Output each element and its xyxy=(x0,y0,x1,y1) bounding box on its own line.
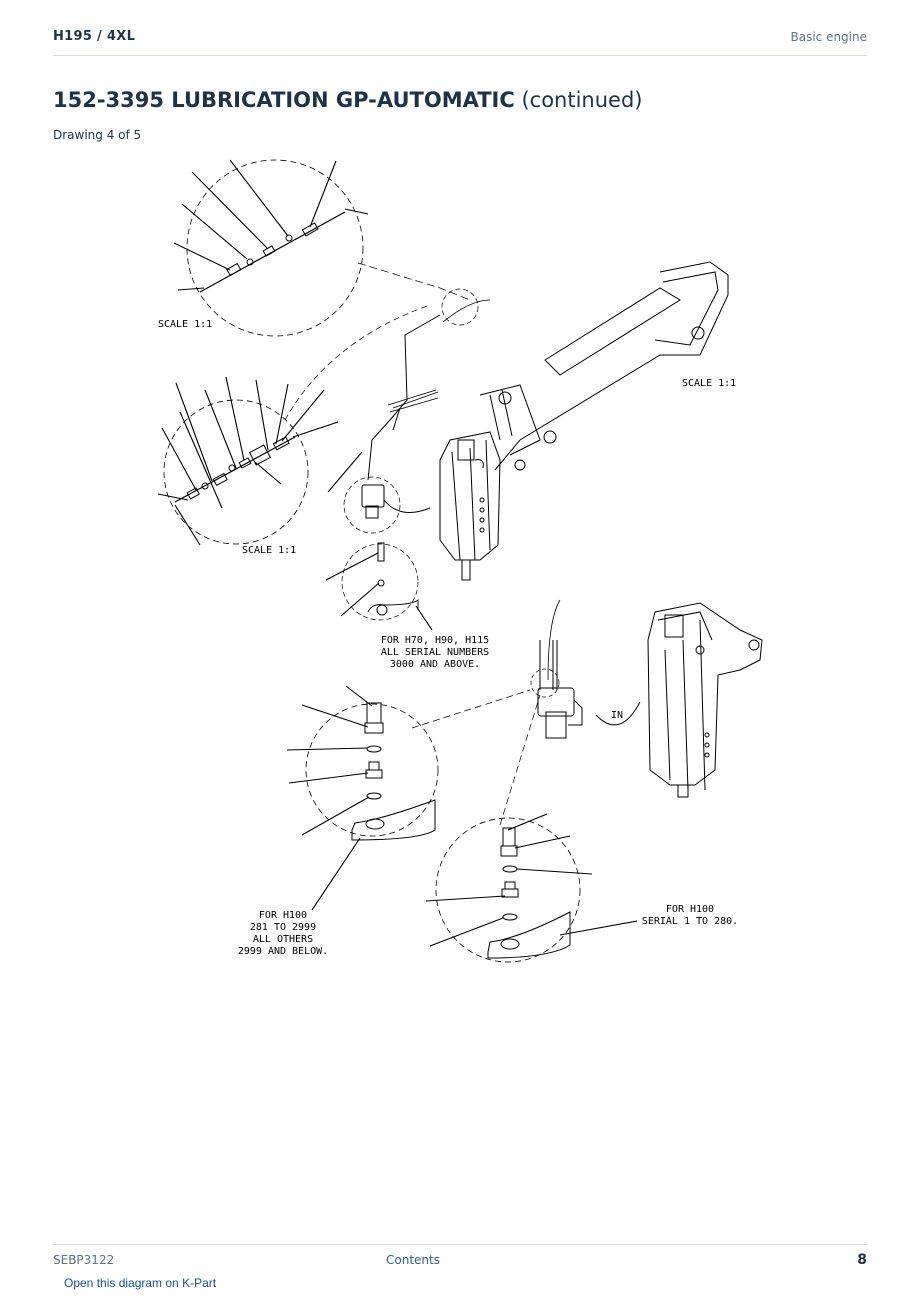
note-h100a-line4: 2999 AND BELOW. xyxy=(238,946,328,957)
scale-label-right: SCALE 1:1 xyxy=(682,378,736,389)
note-h100a-line1: FOR H100 xyxy=(259,910,307,921)
fitting-assembly-middle xyxy=(174,436,296,503)
contents-link[interactable]: Contents xyxy=(386,1253,440,1267)
leader-lines-middle xyxy=(157,376,339,546)
footer-doc-id: SEBP3122 xyxy=(53,1253,115,1267)
detail-circle-middle xyxy=(163,399,309,545)
title-main: 152-3395 LUBRICATION GP-AUTOMATIC xyxy=(53,88,515,112)
pump-small xyxy=(361,484,385,508)
header-model: H195 / 4XL xyxy=(53,29,136,44)
footer-divider xyxy=(53,1244,867,1245)
page-title: 152-3395 LUBRICATION GP-AUTOMATIC (conti… xyxy=(53,88,643,112)
boom-machine-top xyxy=(439,261,729,581)
leader-lines-top xyxy=(173,159,369,291)
note-h70-line3: 3000 AND ABOVE. xyxy=(390,659,480,670)
parts-diagram: SCALE 1:1 SCALE 1:1 SCALE 1:1 FOR H70, H… xyxy=(157,159,763,963)
header-section: Basic engine xyxy=(790,30,867,44)
leader-lines-lower-left xyxy=(286,685,373,911)
scale-label-middle: SCALE 1:1 xyxy=(242,545,296,556)
note-h100b-line2: SERIAL 1 TO 280. xyxy=(642,916,738,927)
page-number: 8 xyxy=(857,1252,867,1268)
fitting-stack-lower-right xyxy=(487,827,571,959)
kpart-link[interactable]: Open this diagram on K-Part xyxy=(64,1276,217,1290)
header-divider xyxy=(53,55,867,56)
detail-circle-lower-left xyxy=(305,703,439,837)
leader-lines-lower-right xyxy=(425,813,638,947)
detail-circle-lower-right xyxy=(435,817,581,963)
note-h100a-line2: 281 TO 2999 xyxy=(250,922,316,933)
in-label: IN xyxy=(611,710,623,721)
note-h100a-line3: ALL OTHERS xyxy=(253,934,313,945)
fitting-assembly-top xyxy=(199,211,346,293)
scale-label-top: SCALE 1:1 xyxy=(158,319,212,330)
note-h100b-line1: FOR H100 xyxy=(666,904,714,915)
title-suffix: (continued) xyxy=(521,88,643,112)
note-h70-line1: FOR H70, H90, H115 xyxy=(381,635,489,646)
boom-machine-bottom xyxy=(647,602,763,798)
note-h70-line2: ALL SERIAL NUMBERS xyxy=(381,647,489,658)
fitting-stack-lower-left xyxy=(351,702,436,841)
drawing-number: Drawing 4 of 5 xyxy=(53,128,142,142)
pump-large xyxy=(537,640,583,739)
detail-circle-top xyxy=(186,159,364,337)
